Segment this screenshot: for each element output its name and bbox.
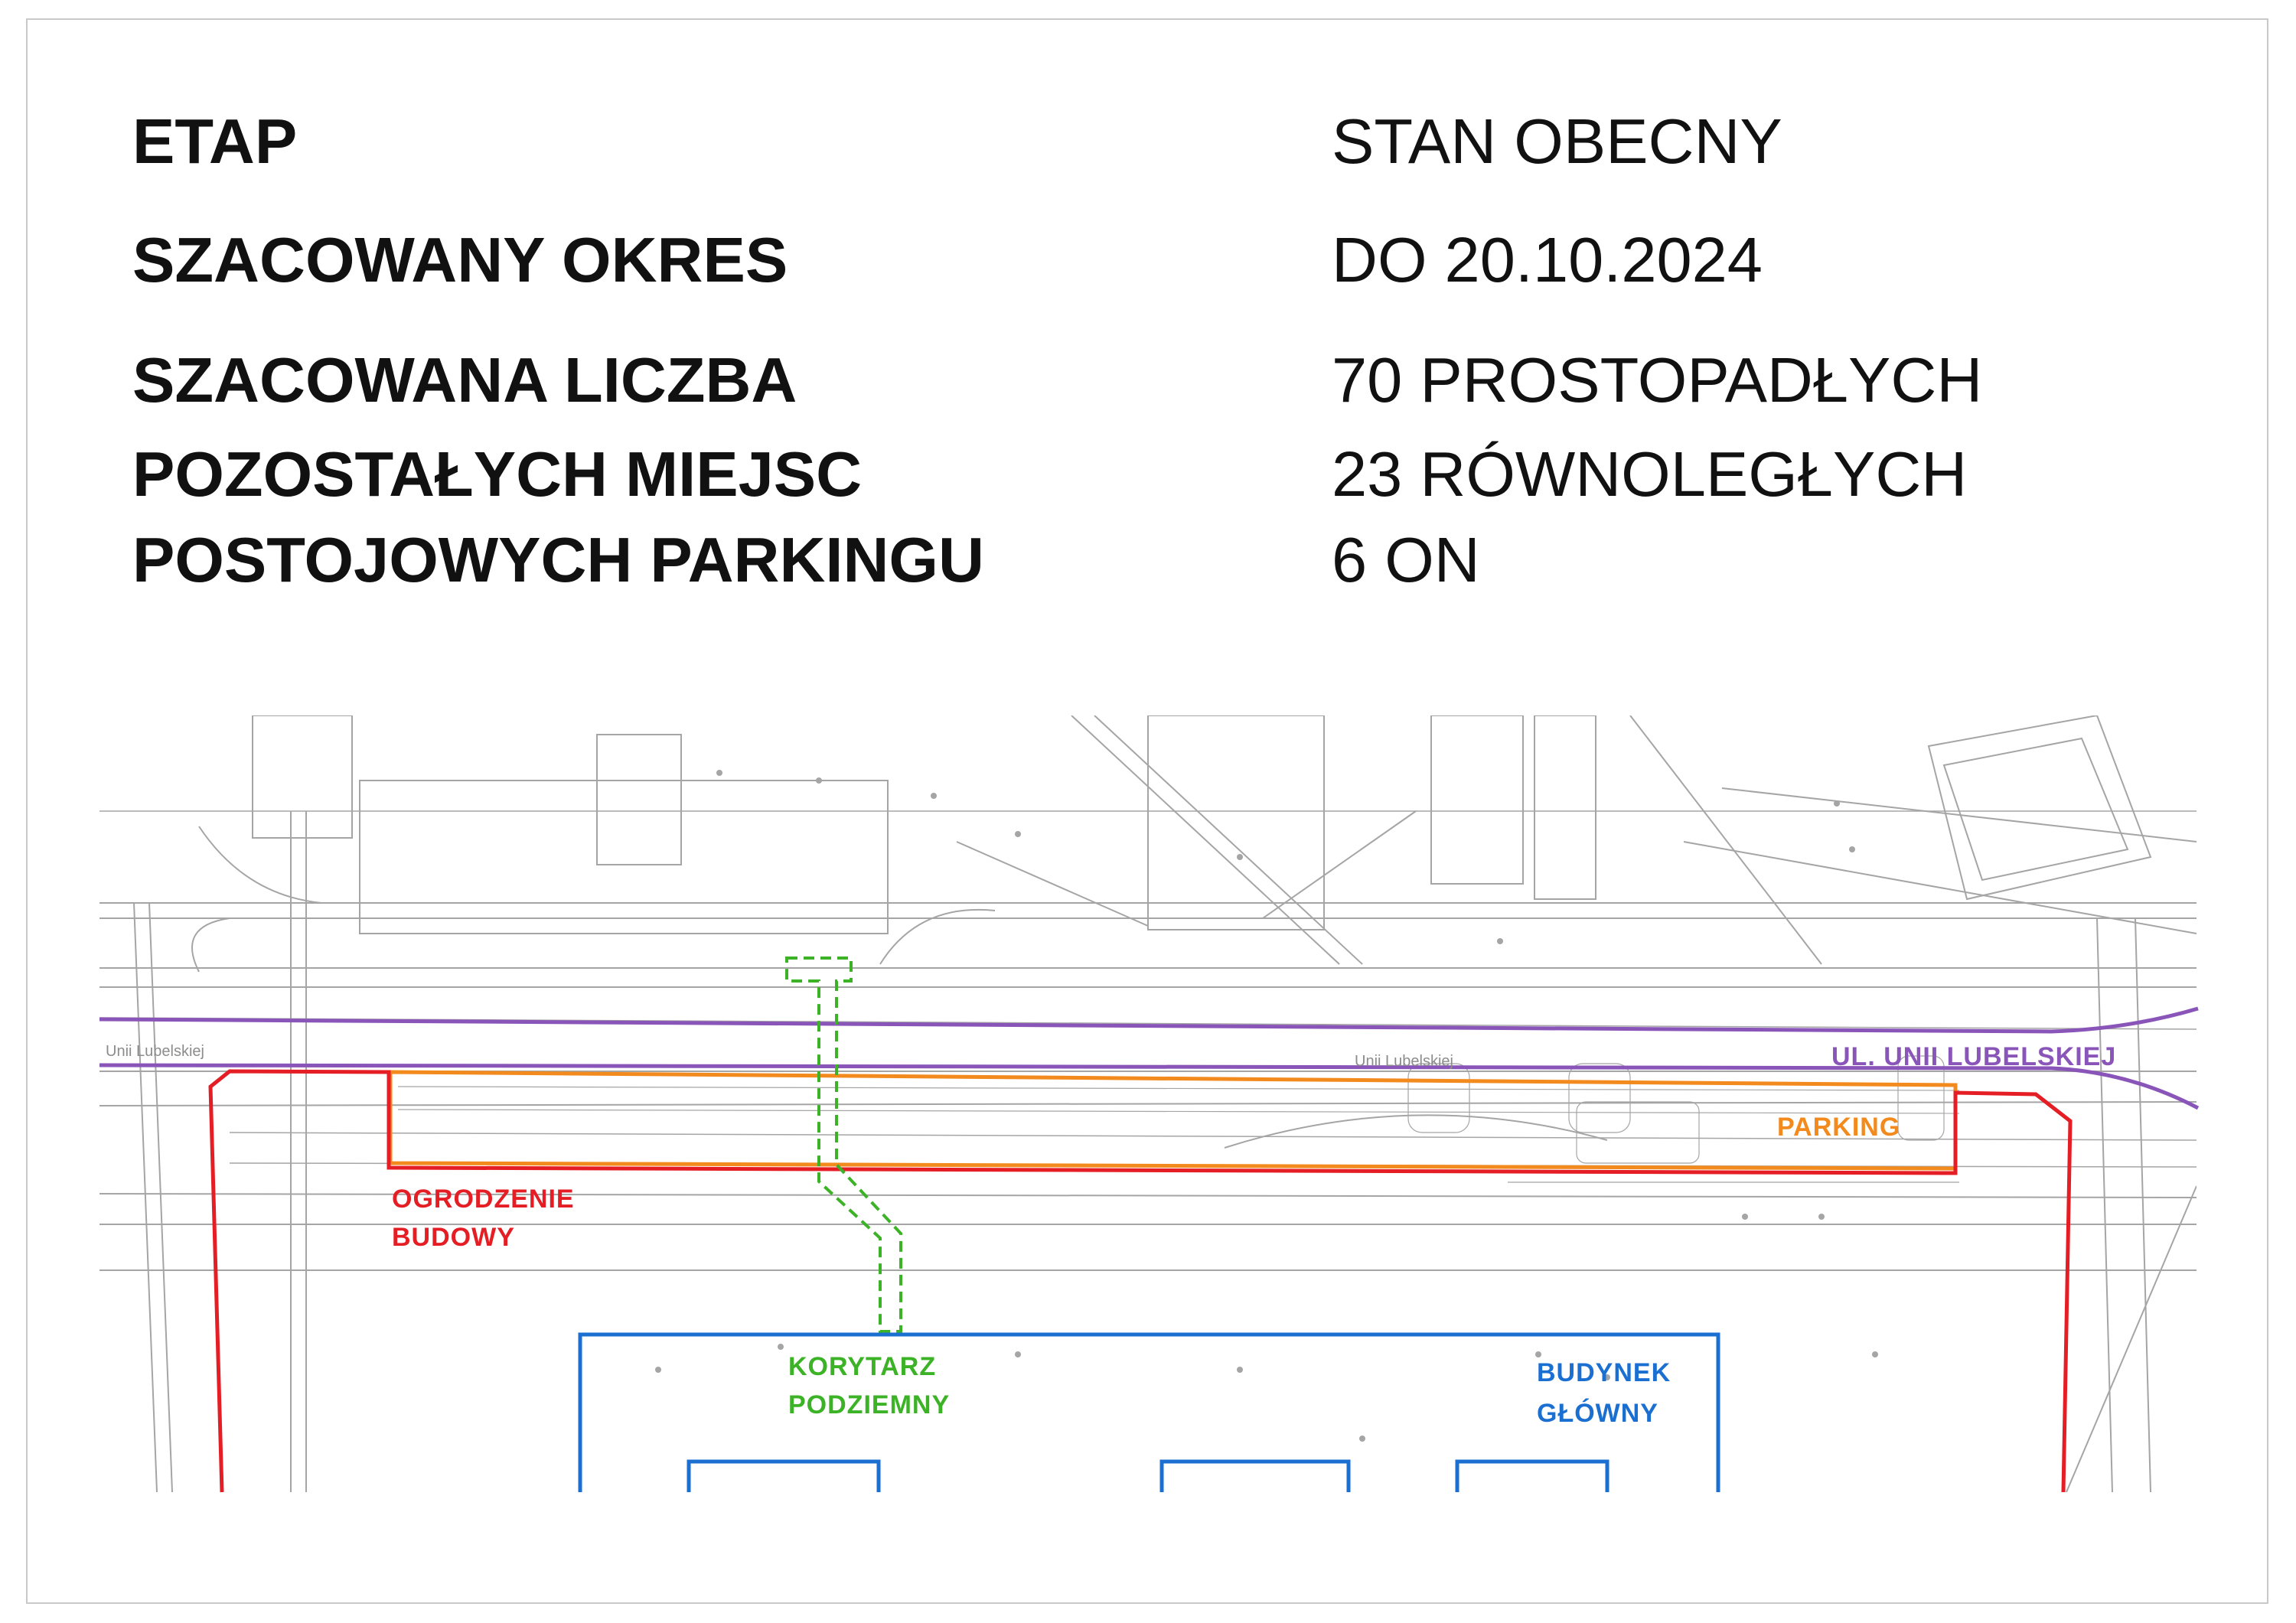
street-caption-left: Unii Lubelskiej xyxy=(106,1043,204,1060)
parking-label: PARKING xyxy=(1777,1113,1901,1142)
value-rownolegle: 23 RÓWNOLEGŁYCH xyxy=(1332,438,1968,510)
base-map xyxy=(99,715,2197,1492)
label-etap: ETAP xyxy=(132,106,298,177)
label-okres: SZACOWANY OKRES xyxy=(132,224,788,295)
main-building xyxy=(578,1332,1720,1492)
underground-corridor xyxy=(785,957,902,1333)
street-ul-unii-lubelskiej xyxy=(99,1006,2200,1110)
value-prostopadle: 70 PROSTOPADŁYCH xyxy=(1332,344,1983,416)
corridor-label-line1: KORYTARZ xyxy=(788,1352,937,1381)
fence-label-line1: OGRODZENIE xyxy=(392,1185,575,1214)
page-border xyxy=(26,18,2268,1604)
value-etap: STAN OBECNY xyxy=(1332,106,1782,177)
street-label: UL. UNII LUBELSKIEJ xyxy=(1831,1042,2117,1071)
label-liczba: SZACOWANA LICZBA xyxy=(132,344,797,416)
building-label-line1: BUDYNEK xyxy=(1537,1358,1671,1387)
label-miejsc: POZOSTAŁYCH MIEJSC xyxy=(132,438,863,510)
corridor-label-line2: PODZIEMNY xyxy=(788,1390,951,1419)
label-parkingu: POSTOJOWYCH PARKINGU xyxy=(132,524,984,595)
parking-area xyxy=(388,1070,1958,1171)
fence-label-line2: BUDOWY xyxy=(392,1223,515,1252)
construction-fence xyxy=(208,1069,2073,1493)
building-label-line2: GŁÓWNY xyxy=(1537,1399,1658,1428)
value-okres: DO 20.10.2024 xyxy=(1332,224,1763,295)
street-caption-mid: Unii Lubelskiej xyxy=(1355,1053,1453,1070)
value-on: 6 ON xyxy=(1332,524,1480,595)
